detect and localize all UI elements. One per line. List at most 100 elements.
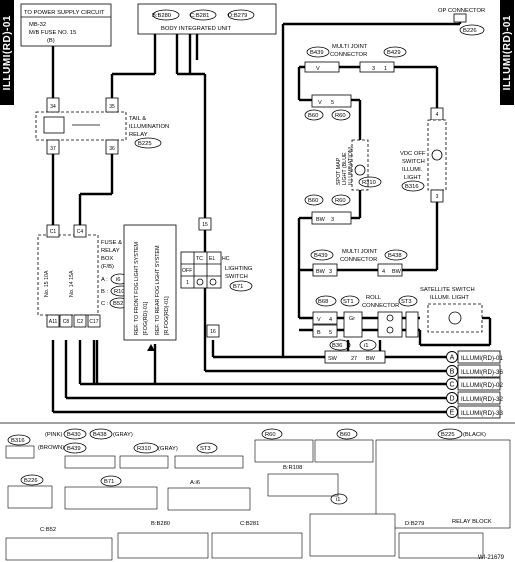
cf-b316-label: B316 (11, 438, 25, 444)
roll-name-2: CONNECTOR (362, 303, 399, 309)
cf-b52: C:B52 (40, 527, 56, 533)
fuse-pin-c1: C1 (50, 229, 57, 235)
op-conn: B226 (463, 28, 477, 34)
biu-title: BODY INTEGRATED UNIT (161, 26, 231, 32)
mj1-pin-3: 3 (372, 66, 375, 72)
fuse-pin-c8: C8 (63, 319, 70, 325)
fuse-box-name-3: BOX (101, 256, 113, 262)
biu-conn3: D:B279 (228, 13, 247, 19)
sm-name-3: ILLUMINATION) (348, 146, 354, 185)
sm-name-1: SPOT MAP (336, 157, 342, 185)
roll-name-1: ROLL (366, 295, 382, 301)
figure-id: WI-21679 (478, 555, 505, 561)
cf-b60-label: B60 (340, 432, 350, 438)
cf-i6: A:i6 (190, 480, 200, 486)
output-c: C ILLUMI(RD)-02 (446, 377, 504, 391)
fog-reference-box: REF. TO FRONT FOG LIGHT SYSTEM [FOG(RD)-… (123, 224, 177, 351)
roll-wire-v: V (317, 317, 321, 323)
power-fuse-3: (B) (47, 38, 55, 44)
ref-line-4: [R.FOG(RD)-01] (164, 296, 170, 335)
relay-pin-35: 35 (109, 104, 115, 110)
svg-text:E: E (450, 410, 455, 417)
fuse-15: No. 15 10A (44, 270, 50, 297)
mj2-name-1: MULTI JOINT (342, 249, 378, 255)
svg-text:D: D (449, 396, 454, 403)
cf-b226-label: B226 (24, 478, 38, 484)
fuse-box-name-2: RELAY (101, 248, 120, 254)
roll-wire-b: B (317, 330, 321, 336)
body-integrated-unit: B:B280 C:B281 D:B279 BODY INTEGRATED UNI… (137, 3, 277, 35)
cf-b280: B:B280 (151, 521, 170, 527)
output-d: D ILLUMI(RD)-32 (446, 391, 504, 405)
ls-name-2: SWITCH (225, 274, 248, 280)
cf-b225-label: B225 (441, 432, 455, 438)
cf-b438-label: B438 (93, 432, 107, 438)
cf-b438-color: (GRAY) (113, 432, 133, 438)
vdc-name-3: ILLUMI. (402, 167, 423, 173)
vdc-pin-4: 4 (436, 112, 439, 118)
cf-r310-label: R310 (137, 446, 151, 452)
bj-wire-sw: SW (328, 356, 338, 362)
cf-b430-color: (PINK) (45, 432, 62, 438)
roll-c3: ST3 (401, 299, 412, 305)
relay-pin-34: 34 (50, 104, 56, 110)
cf-b430-label: B430 (67, 432, 81, 438)
mj2-conn-left: B439 (314, 253, 328, 259)
svg-text:C: C (449, 382, 454, 389)
ref-line-2: [FOG(RD)-01] (143, 301, 149, 335)
vdc-pin-3: 3 (436, 194, 439, 200)
mj2-wire: BW (316, 269, 326, 275)
mj2-conn-right: B438 (388, 253, 402, 259)
svg-text:ILLUMI(RD)-02: ILLUMI(RD)-02 (461, 382, 504, 389)
svg-text:ILLUMI(RD)-01: ILLUMI(RD)-01 (461, 355, 504, 362)
vdc-name-2: SWITCH (402, 159, 425, 165)
vdc-name-1: VDC OFF (400, 151, 426, 157)
connector-faces: B316 (PINK) B430 B438 (GRAY) (BROWN) B43… (5, 428, 511, 561)
sm-pin-3a: 3 (331, 217, 334, 223)
cf-b439-label: B439 (67, 446, 81, 452)
output-labels: A ILLUMI(RD)-01 B ILLUMI(RD)-36 C ILLUMI… (446, 350, 504, 419)
fuse-conn-b: B : (101, 289, 108, 295)
vdc-off-switch: 4 VDC OFF SWITCH ILLUMI. LIGHT B316 3 (400, 107, 447, 203)
sm-pin-5a: 5 (331, 100, 334, 106)
cf-r310-color: (GRAY) (158, 446, 178, 452)
ls-row-1: 1 (186, 280, 189, 286)
vdc-name-4: LIGHT (404, 175, 422, 181)
biu-conn1: B:B280 (152, 13, 171, 19)
cf-b71-label: B71 (104, 479, 114, 485)
op-name: OP CONNECTOR (438, 8, 485, 14)
roll-wire-gr: Gr (349, 316, 355, 322)
sm-wire-bw: BW (316, 217, 326, 223)
relay-pin-37: 37 (50, 146, 56, 152)
relay-name-3: RELAY (129, 132, 148, 138)
fuse-conn-a: A : (101, 277, 108, 283)
svg-text:ILLUMI(RD)-36: ILLUMI(RD)-36 (461, 369, 504, 376)
fuse-box-name-1: FUSE & (101, 240, 122, 246)
sat-name-2: ILLUMI. LIGHT (430, 295, 469, 301)
power-title: TO POWER SUPPLY CIRCUIT (24, 10, 105, 16)
svg-text:A: A (450, 355, 455, 362)
mj2-pin-3: 3 (329, 269, 332, 275)
cf-st3-label: ST3 (200, 446, 211, 452)
ls-pin-15: 15 (202, 222, 208, 228)
output-a: A ILLUMI(RD)-01 (446, 350, 504, 364)
cf-r60-label: R60 (265, 432, 276, 438)
spot-map-light: V 5 B60 R60 SPOT MAP LIGHT (BLUE ILLUMIN… (304, 94, 382, 225)
fuse-conn-a-id: i6 (116, 277, 121, 283)
fuse-conn-c-id: B52 (113, 301, 123, 307)
sm-wire-v1: V (318, 100, 322, 106)
cf-b225-color: (BLACK) (463, 432, 486, 438)
mj1-name-2: CONNECTOR (330, 52, 367, 58)
fuse-pin-a11: A11 (49, 319, 58, 325)
right-section-tab: ILLUMI(RD)-01 (500, 0, 514, 105)
tail-illumination-relay: TAIL & ILLUMINATION RELAY B225 34 35 37 … (35, 97, 169, 155)
roll-connector: B68 ST1 ROLL CONNECTOR ST3 V 4 B 5 Gr (312, 295, 419, 338)
ref-line-1: REF. TO FRONT FOG LIGHT SYSTEM (134, 242, 140, 335)
bottom-joint: B36 i1 SW 27 BW (324, 339, 386, 364)
power-fuse-2: M/B FUSE NO. 15 (29, 30, 76, 36)
roll-c1: B68 (318, 299, 328, 305)
fuse-conn-c: C : (101, 301, 109, 307)
sm-c-br: R60 (335, 198, 346, 204)
relay-name-1: TAIL & (129, 116, 146, 122)
mj2-pin-4: 4 (382, 269, 385, 275)
